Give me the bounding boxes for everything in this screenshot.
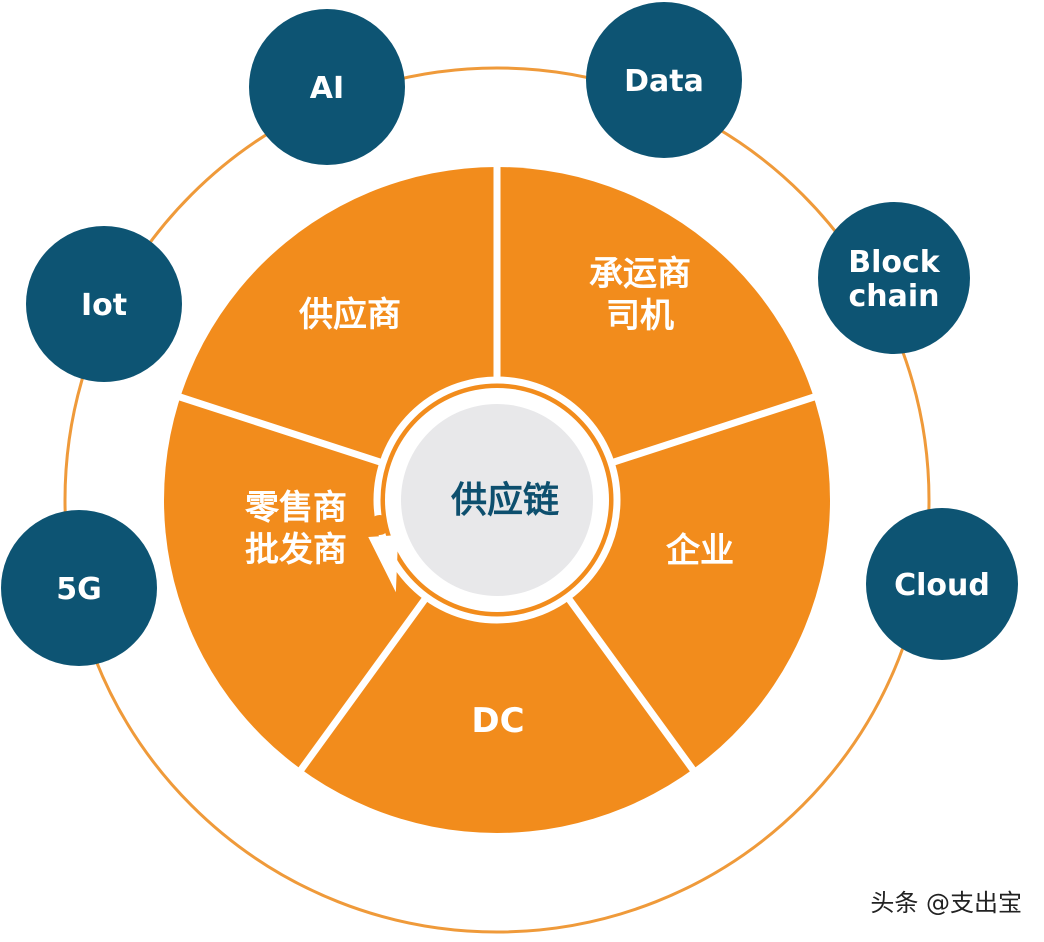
cycle-ring bbox=[373, 376, 621, 624]
satellite-data-circle bbox=[586, 2, 742, 158]
watermark: 头条 @支出宝 bbox=[870, 889, 1022, 917]
satellite-cloud-label: Cloud bbox=[894, 568, 990, 603]
segment-carrier-label-line-1: 承运商 bbox=[589, 254, 691, 294]
satellite-blockchain-label-line-1: Block bbox=[848, 245, 941, 280]
satellite-blockchain-circle bbox=[818, 202, 970, 354]
segment-carrier-label-line-2: 司机 bbox=[606, 296, 674, 336]
segment-retail-label-line-2: 批发商 bbox=[245, 530, 347, 570]
segment-divider-4 bbox=[296, 596, 429, 775]
segment-supplier-label: 供应商 bbox=[298, 295, 401, 335]
satellite-blockchain-label-line-2: chain bbox=[848, 279, 939, 314]
center-disc bbox=[401, 404, 593, 596]
segment-divider-5 bbox=[175, 392, 383, 466]
orbit-ring bbox=[63, 66, 931, 934]
satellite-data-label: Data bbox=[624, 64, 704, 99]
satellite-ai-label: AI bbox=[310, 71, 344, 106]
satellite-ai-circle bbox=[249, 9, 405, 165]
satellite-5g-circle bbox=[1, 510, 157, 666]
segment-divider-2 bbox=[611, 392, 819, 466]
satellite-iot-label: Iot bbox=[81, 288, 127, 323]
cycle-arrowhead bbox=[368, 535, 399, 593]
satellite-iot-circle bbox=[26, 226, 182, 382]
segment-enterprise-label: 企业 bbox=[666, 531, 734, 571]
satellite-cloud-circle bbox=[866, 508, 1018, 660]
satellite-5g-label: 5G bbox=[56, 572, 102, 607]
segment-dc-label: DC bbox=[471, 701, 524, 741]
segment-retail-label-line-1: 零售商 bbox=[245, 488, 347, 528]
cycle-gap bbox=[369, 514, 390, 535]
segment-divider-3 bbox=[565, 596, 698, 775]
center-label: 供应链 bbox=[451, 480, 559, 521]
